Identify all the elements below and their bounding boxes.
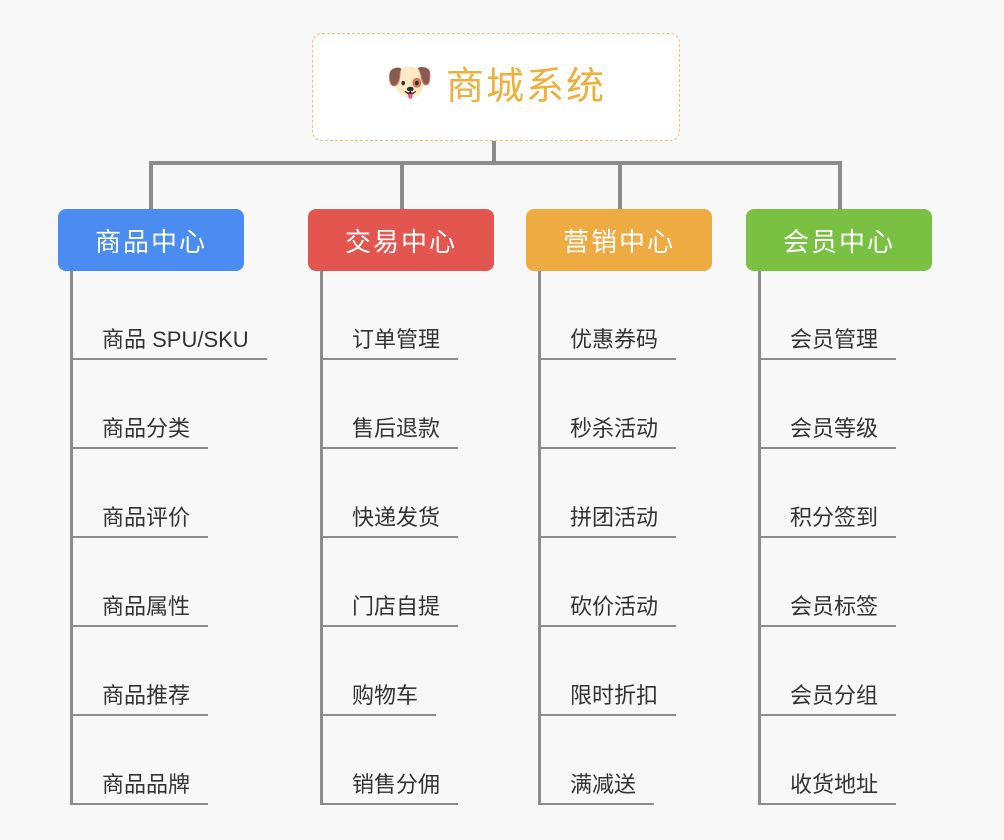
leaf-item-label: 商品品牌 xyxy=(70,772,209,805)
category-box[interactable]: 会员中心 xyxy=(746,209,932,271)
leaf-item[interactable]: 积分签到 xyxy=(758,449,932,538)
leaf-item-label: 商品分类 xyxy=(70,416,209,449)
leaf-item-label: 门店自提 xyxy=(320,594,459,627)
leaf-item[interactable]: 商品评价 xyxy=(70,449,244,538)
leaf-item[interactable]: 会员管理 xyxy=(758,271,932,360)
leaf-item[interactable]: 售后退款 xyxy=(320,360,494,449)
leaf-item[interactable]: 订单管理 xyxy=(320,271,494,360)
leaf-item[interactable]: 会员标签 xyxy=(758,538,932,627)
leaf-item[interactable]: 商品属性 xyxy=(70,538,244,627)
leaf-item[interactable]: 限时折扣 xyxy=(538,627,712,716)
connector-drop-4 xyxy=(838,161,842,209)
leaf-item-label: 会员管理 xyxy=(758,327,897,360)
category-title: 营销中心 xyxy=(562,226,675,257)
leaf-item[interactable]: 秒杀活动 xyxy=(538,360,712,449)
leaf-trunk-line xyxy=(758,271,761,805)
leaf-item-label: 砍价活动 xyxy=(538,594,677,627)
leaf-item[interactable]: 购物车 xyxy=(320,627,494,716)
root-node-title: 商城系统 xyxy=(445,66,606,108)
leaf-item-label: 积分签到 xyxy=(758,505,897,538)
shiba-dog-icon: 🐶 xyxy=(385,62,434,104)
leaf-item[interactable]: 砍价活动 xyxy=(538,538,712,627)
leaf-list: 优惠券码秒杀活动拼团活动砍价活动限时折扣满减送 xyxy=(538,271,712,805)
leaf-item-label: 商品 SPU/SKU xyxy=(70,327,267,360)
leaf-item[interactable]: 销售分佣 xyxy=(320,716,494,805)
leaf-item-label: 购物车 xyxy=(320,683,437,716)
leaf-item-label: 商品评价 xyxy=(70,505,209,538)
category-box[interactable]: 商品中心 xyxy=(58,209,244,271)
category-column-2: 交易中心订单管理售后退款快递发货门店自提购物车销售分佣 xyxy=(308,209,494,805)
leaf-trunk-line xyxy=(320,271,323,805)
category-box[interactable]: 交易中心 xyxy=(308,209,494,271)
leaf-trunk-line xyxy=(538,271,541,805)
connector-drop-2 xyxy=(400,161,404,209)
category-column-1: 商品中心商品 SPU/SKU 商品分类商品评价商品属性商品推荐商品品牌 xyxy=(58,209,267,805)
leaf-item[interactable]: 商品推荐 xyxy=(70,627,244,716)
leaf-item-label: 快递发货 xyxy=(320,505,459,538)
connector-drop-3 xyxy=(618,161,622,209)
leaf-item-label: 订单管理 xyxy=(320,327,459,360)
leaf-item-label: 会员标签 xyxy=(758,594,897,627)
leaf-item[interactable]: 拼团活动 xyxy=(538,449,712,538)
root-node-mall-system[interactable]: 🐶 商城系统 xyxy=(312,33,680,141)
leaf-item[interactable]: 门店自提 xyxy=(320,538,494,627)
category-title: 商品中心 xyxy=(94,226,207,257)
connector-drop-1 xyxy=(149,161,153,209)
category-title: 会员中心 xyxy=(782,226,895,257)
leaf-item-label: 会员等级 xyxy=(758,416,897,449)
leaf-item-label: 拼团活动 xyxy=(538,505,677,538)
leaf-item-label: 满减送 xyxy=(538,772,655,805)
leaf-item[interactable]: 快递发货 xyxy=(320,449,494,538)
leaf-item[interactable]: 商品品牌 xyxy=(70,716,244,805)
leaf-item-label: 收货地址 xyxy=(758,772,897,805)
leaf-item[interactable]: 收货地址 xyxy=(758,716,932,805)
leaf-item-label: 优惠券码 xyxy=(538,327,677,360)
connector-root-stem xyxy=(492,141,496,163)
leaf-list: 会员管理会员等级积分签到会员标签会员分组收货地址 xyxy=(758,271,932,805)
category-box[interactable]: 营销中心 xyxy=(526,209,712,271)
leaf-item-label: 商品推荐 xyxy=(70,683,209,716)
leaf-item[interactable]: 优惠券码 xyxy=(538,271,712,360)
leaf-list: 商品 SPU/SKU 商品分类商品评价商品属性商品推荐商品品牌 xyxy=(70,271,267,805)
category-column-4: 会员中心会员管理会员等级积分签到会员标签会员分组收货地址 xyxy=(746,209,932,805)
leaf-item[interactable]: 满减送 xyxy=(538,716,712,805)
leaf-item-label: 商品属性 xyxy=(70,594,209,627)
leaf-group: 优惠券码秒杀活动拼团活动砍价活动限时折扣满减送 xyxy=(538,271,712,805)
leaf-trunk-line xyxy=(70,271,73,805)
leaf-item-label: 限时折扣 xyxy=(538,683,677,716)
leaf-list: 订单管理售后退款快递发货门店自提购物车销售分佣 xyxy=(320,271,494,805)
leaf-group: 会员管理会员等级积分签到会员标签会员分组收货地址 xyxy=(758,271,932,805)
leaf-item[interactable]: 会员等级 xyxy=(758,360,932,449)
leaf-group: 订单管理售后退款快递发货门店自提购物车销售分佣 xyxy=(320,271,494,805)
leaf-item-label: 销售分佣 xyxy=(320,772,459,805)
leaf-item-label: 秒杀活动 xyxy=(538,416,677,449)
category-title: 交易中心 xyxy=(344,226,457,257)
category-column-3: 营销中心优惠券码秒杀活动拼团活动砍价活动限时折扣满减送 xyxy=(526,209,712,805)
leaf-item[interactable]: 会员分组 xyxy=(758,627,932,716)
leaf-group: 商品 SPU/SKU 商品分类商品评价商品属性商品推荐商品品牌 xyxy=(70,271,267,805)
leaf-item-label: 会员分组 xyxy=(758,683,897,716)
leaf-item[interactable]: 商品分类 xyxy=(70,360,244,449)
leaf-item-label: 售后退款 xyxy=(320,416,459,449)
connector-horizontal-bus xyxy=(149,161,841,165)
leaf-item[interactable]: 商品 SPU/SKU xyxy=(70,271,267,360)
